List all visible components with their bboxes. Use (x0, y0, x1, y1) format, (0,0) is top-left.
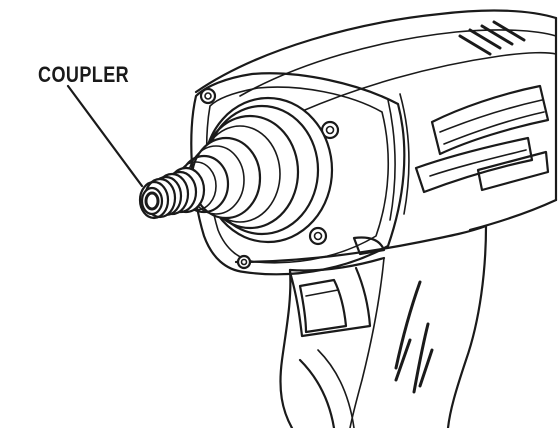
coupler-leader-line (66, 84, 144, 188)
motor-housing (194, 9, 558, 264)
coupler (138, 166, 206, 220)
coupler-callout-label: COUPLER (38, 62, 130, 87)
screw (308, 226, 328, 246)
nose-cone (175, 96, 334, 244)
screw (199, 87, 217, 105)
screw (236, 254, 252, 270)
gear-case (190, 72, 406, 276)
handle (279, 224, 488, 430)
